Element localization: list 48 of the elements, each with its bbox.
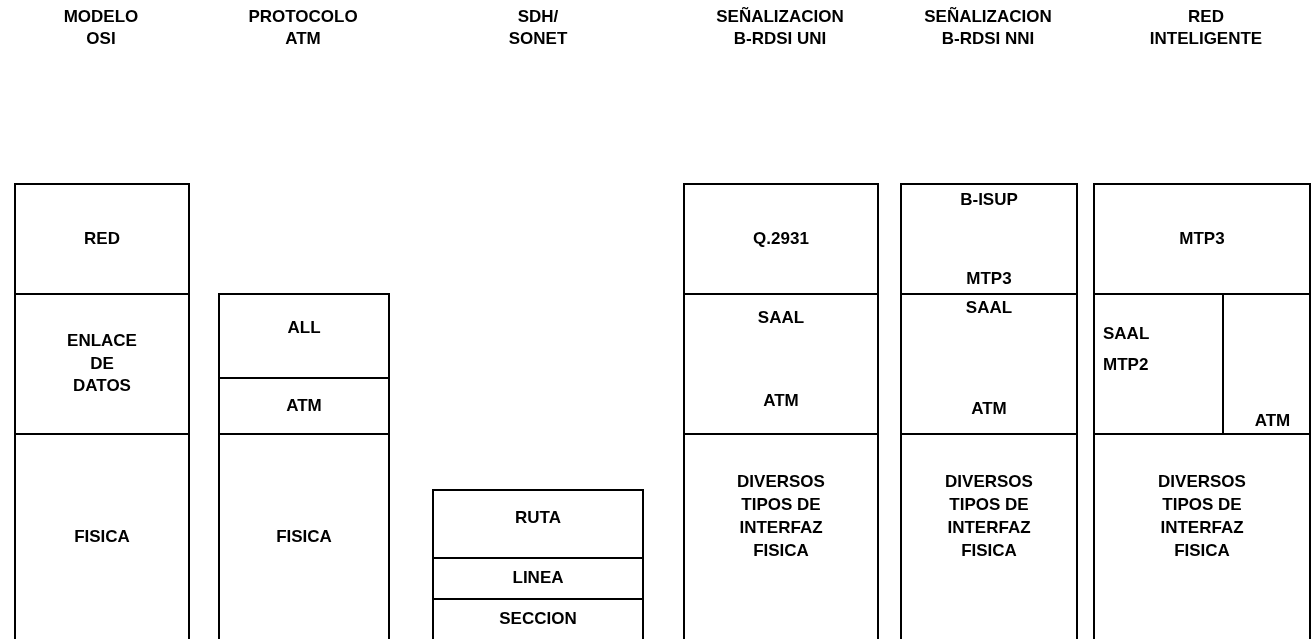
layer-name: ATM (971, 398, 1007, 421)
layer-name: RED (84, 227, 120, 250)
layer-box (683, 433, 879, 639)
layer-name: DIVERSOS TIPOS DE INTERFAZ FISICA (944, 471, 1034, 562)
layer-box (218, 293, 390, 377)
layer-box (432, 489, 644, 557)
layer-name: LINEA (512, 567, 564, 590)
layer-box (900, 183, 1078, 293)
layer-box (1093, 183, 1311, 293)
layer-name: ATM (286, 394, 322, 417)
layer-name: MTP3 (966, 268, 1012, 291)
layer-box (218, 433, 390, 639)
layer-box (14, 293, 190, 433)
column-heading: MODELO OSI (63, 6, 139, 51)
layer-box (1224, 293, 1311, 433)
column-heading: RED INTELIGENTE (1149, 6, 1263, 51)
layer-name: MTP3 (1179, 227, 1225, 250)
column-heading: PROTOCOLO ATM (248, 6, 358, 51)
layer-name: SECCION (499, 608, 577, 631)
layer-name: FISICA (74, 525, 130, 548)
layer-name: SAAL (1103, 323, 1150, 345)
layer-box (14, 183, 190, 293)
layer-name: ENLACE DE DATOS (67, 329, 137, 398)
layer-box (683, 293, 879, 433)
layer-box (683, 183, 879, 293)
layer-name: DIVERSOS TIPOS DE INTERFAZ FISICA (1157, 471, 1247, 562)
layer-name: Q.2931 (753, 227, 809, 250)
layer-name: B-ISUP (960, 189, 1018, 211)
column-heading: SEÑALIZACION B-RDSI UNI (716, 6, 844, 51)
layer-name: FISICA (276, 525, 332, 548)
column-heading: SDH/ SONET (508, 6, 568, 51)
layer-name: DIVERSOS TIPOS DE INTERFAZ FISICA (736, 471, 826, 562)
layer-name: MTP2 (1103, 353, 1149, 376)
layer-box (218, 377, 390, 433)
layer-name: SAAL (757, 307, 805, 329)
layer-box (14, 433, 190, 639)
layer-box (1093, 293, 1224, 433)
layer-box (900, 433, 1078, 639)
layer-box (900, 293, 1078, 433)
layer-box (1093, 433, 1311, 639)
layer-name: RUTA (515, 506, 561, 529)
layer-name: ATM (1254, 410, 1291, 433)
layer-name: SAAL (965, 297, 1013, 319)
column-heading: SEÑALIZACION B-RDSI NNI (924, 6, 1052, 51)
layer-name: ATM (763, 390, 799, 413)
layer-name: ALL (287, 316, 321, 339)
layer-box (432, 557, 644, 598)
layer-box (432, 598, 644, 639)
